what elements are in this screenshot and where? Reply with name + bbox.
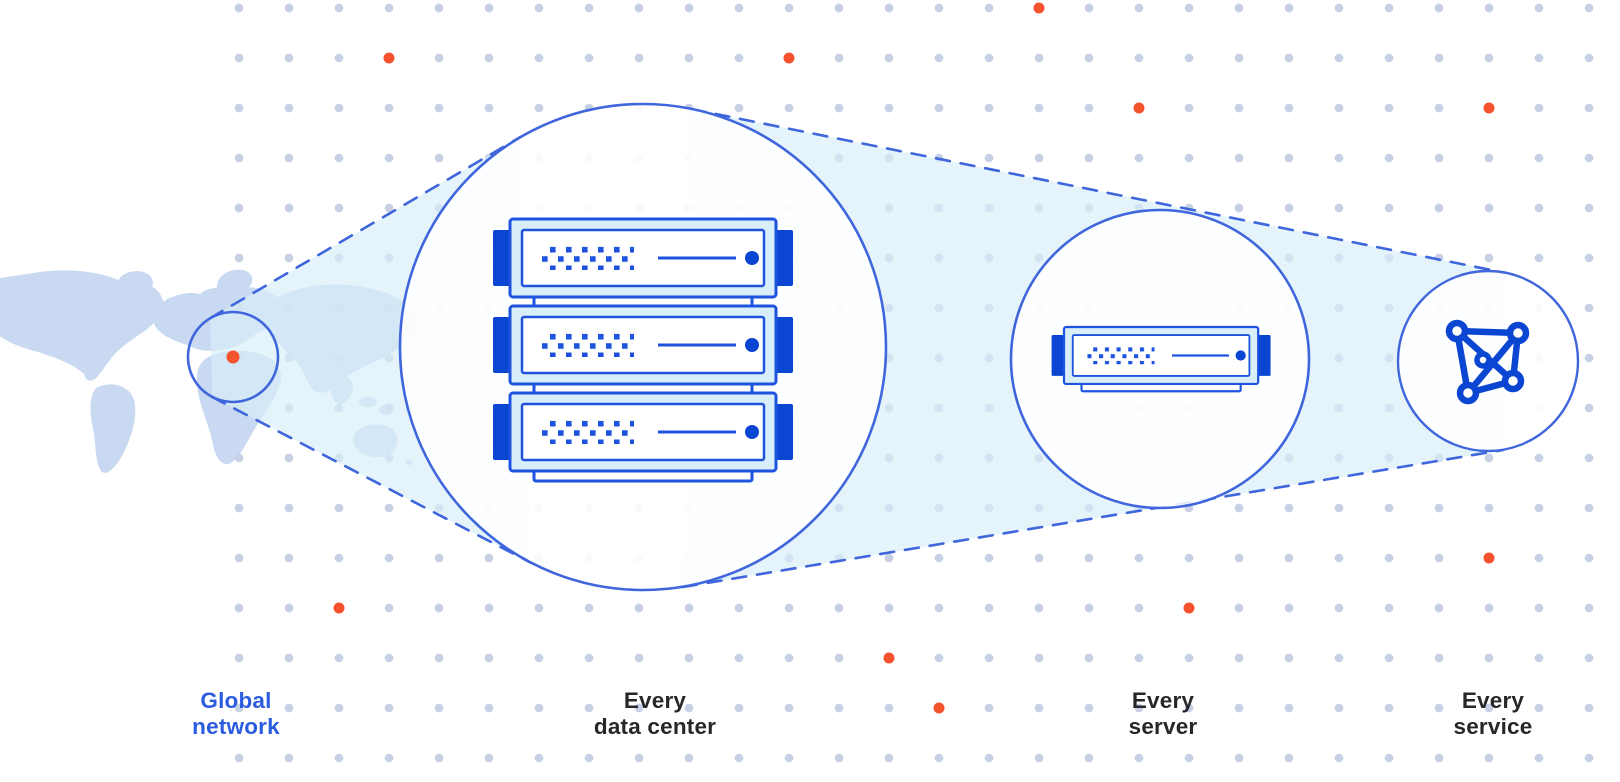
map-highlight-circle [186,310,280,404]
dashed-tangent-line-bottom-right [681,448,1505,589]
server-rack-icon [491,217,795,483]
label-every-data-center: Every data center [594,688,716,740]
server-icon [1050,325,1272,393]
orange-accent-dots [226,2,1495,714]
label-line: data center [593,714,717,739]
label-line: server [1128,714,1198,739]
orange-dot [383,52,395,64]
label-line: Global [200,688,272,713]
label-line: Every [1461,688,1525,713]
label-line: Every [1131,688,1195,713]
orange-dot [1483,552,1495,564]
orange-dot [333,602,345,614]
island-britain [162,297,182,318]
continent-south-america [90,384,136,473]
orange-dot [883,652,895,664]
island-greenland [117,271,153,296]
label-every-service: Every service [1454,688,1533,740]
dashed-tangent-line-top-right [689,107,1508,275]
orange-dot [1183,602,1195,614]
dashed-tangent-line-bottom-left [210,395,533,565]
label-line: network [192,714,280,739]
orange-dot [1133,102,1145,114]
orange-dot [226,350,240,364]
orange-dot [1483,102,1495,114]
continent-north-america [0,270,164,381]
label-line: service [1453,714,1533,739]
label-global-network: Global network [192,688,280,740]
orange-dot [1033,2,1045,14]
orange-dot [933,702,945,714]
label-every-server: Every server [1129,688,1198,740]
dashed-tangent-line-top-left [209,135,522,320]
orange-dot [783,52,795,64]
label-line: Every [623,688,687,713]
mesh-network-icon [1445,319,1530,405]
